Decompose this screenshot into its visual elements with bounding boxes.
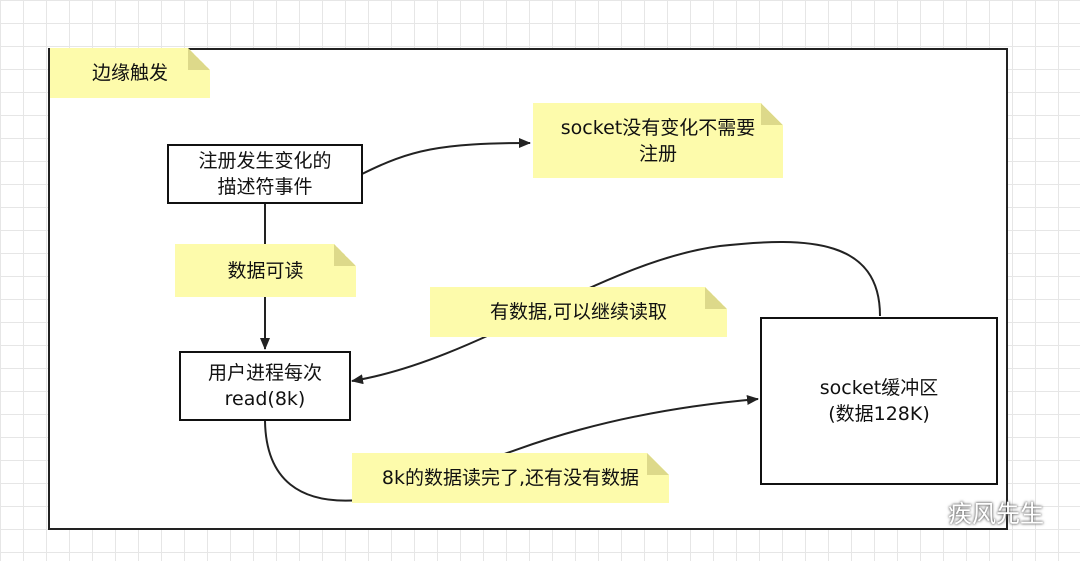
socket-buffer-text: socket缓冲区 (数据128K): [819, 377, 939, 425]
no-change-note: socket没有变化不需要 注册: [533, 103, 783, 178]
register-node-text: 注册发生变化的 描述符事件: [198, 150, 332, 198]
socket-buffer-node: socket缓冲区 (数据128K): [760, 317, 998, 485]
no-change-text: socket没有变化不需要 注册: [560, 116, 756, 165]
finished-text: 8k的数据读完了,还有没有数据: [381, 467, 640, 489]
continue-text: 有数据,可以继续读取: [489, 301, 668, 323]
finished-note: 8k的数据读完了,还有没有数据: [352, 453, 669, 503]
frame-label-text: 边缘触发: [91, 62, 168, 84]
readable-text: 数据可读: [227, 259, 304, 282]
wechat-icon: [913, 500, 941, 522]
watermark-text: 疾风先生: [948, 500, 1044, 528]
readable-note: 数据可读: [175, 244, 356, 297]
edge-buffer-to-user-read: [351, 241, 881, 385]
user-read-node-text: 用户进程每次 read(8k): [207, 362, 322, 410]
frame-label-note: 边缘触发: [50, 48, 210, 98]
edge-register-to-no-change: [361, 138, 531, 175]
continue-note: 有数据,可以继续读取: [430, 287, 727, 337]
watermark: 疾风先生: [912, 494, 1044, 529]
user-read-node: 用户进程每次 read(8k): [179, 351, 351, 421]
register-node: 注册发生变化的 描述符事件: [167, 144, 363, 204]
